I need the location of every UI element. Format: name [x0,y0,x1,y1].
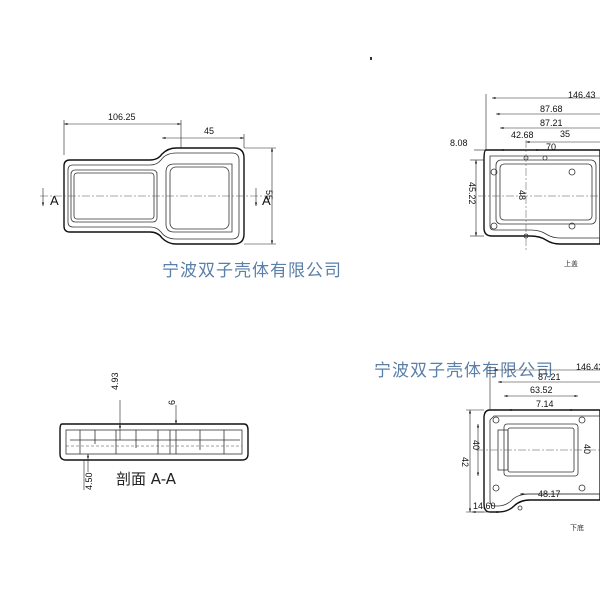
dim-87-21-top: 87.21 [540,118,563,128]
caption-top-cover: 上盖 [564,259,578,268]
dim-40-right: 40 [582,444,592,454]
dim-146-43-bottom: 146.43 [576,362,600,372]
dim-48: 48 [517,190,527,200]
section-mark-a-left: A [50,193,59,208]
caption-bottom-base: 下底 [570,523,584,532]
dim-63-52: 63.52 [530,385,553,395]
dim-4-50: 4.50 [84,472,94,490]
dim-7-14: 7.14 [536,399,554,409]
dim-146-43-top: 146.43 [568,90,596,100]
dim-87-21-bottom: 87.21 [538,372,561,382]
dim-40-left: 40 [471,440,481,450]
section-mark-a-right: A [262,193,271,208]
top-left-view: 106.25 45 55 A A [40,112,276,245]
dim-87-68: 87.68 [540,104,563,114]
section-view: 4.93 6 4.50 剖面 A-A [59,372,249,490]
dim-8-08: 8.08 [450,138,468,148]
dim-42: 42 [460,457,470,467]
dim-45-22: 45.22 [467,182,477,205]
dim-70: 70 [546,142,556,152]
dim-4-93: 4.93 [110,372,120,390]
watermark-top: 宁波双子壳体有限公司 [162,261,342,281]
dim-45: 45 [204,126,214,136]
dim-35: 35 [560,129,570,139]
watermark-bottom: 宁波双子壳体有限公司 [374,361,554,381]
dim-6: 6 [167,400,177,405]
stray-mark [370,57,372,60]
bottom-right-view: 146.43 87.21 63.52 7.14 42 40 40 48.17 1… [460,362,600,532]
dim-42-68: 42.68 [511,130,534,140]
dim-106-25: 106.25 [108,112,136,122]
top-right-view: 146.43 87.68 87.21 42.68 35 70 8.08 45.2… [450,90,600,268]
dim-14-60: 14.60 [473,501,496,511]
dim-55: 55 [264,190,274,200]
dim-48-17: 48.17 [538,489,561,499]
section-caption: 剖面 A-A [116,470,177,488]
